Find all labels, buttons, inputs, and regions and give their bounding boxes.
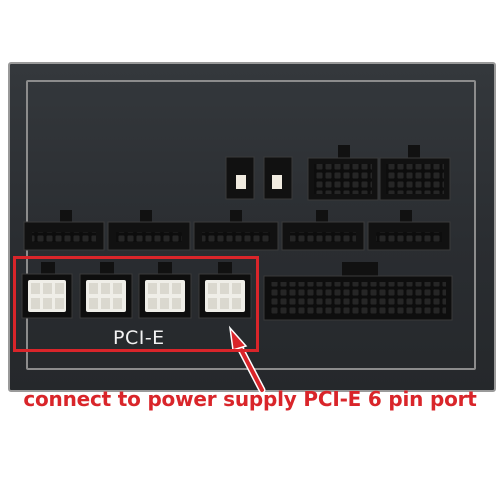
pcie-label: PCI-E bbox=[113, 327, 165, 349]
pcie-socket-1 bbox=[21, 262, 73, 319]
peripheral-socket-3 bbox=[193, 210, 279, 251]
small-socket-1 bbox=[225, 156, 255, 200]
peripheral-socket-2 bbox=[107, 210, 191, 251]
eps-socket-2 bbox=[379, 145, 451, 201]
pcie-highlight-box bbox=[13, 256, 259, 352]
main-24pin-socket bbox=[263, 262, 453, 321]
caption-text: connect to power supply PCI-E 6 pin port bbox=[23, 387, 477, 411]
peripheral-socket-4 bbox=[281, 210, 365, 251]
pointer-arrow bbox=[228, 325, 266, 394]
peripheral-socket-1 bbox=[23, 210, 105, 251]
pcie-socket-3 bbox=[138, 262, 192, 319]
pcie-socket-4 bbox=[198, 262, 252, 319]
pcie-socket-2 bbox=[79, 262, 133, 319]
eps-socket-1 bbox=[307, 145, 379, 201]
small-socket-2 bbox=[263, 156, 293, 200]
peripheral-socket-5 bbox=[367, 210, 451, 251]
